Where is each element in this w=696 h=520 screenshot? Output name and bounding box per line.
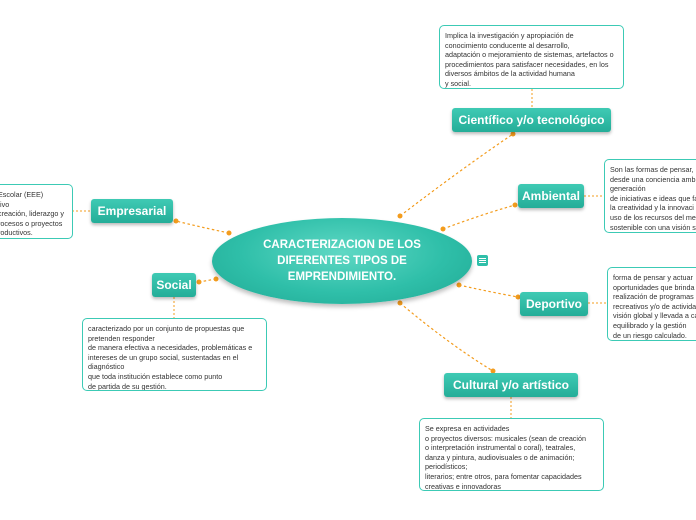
connector-social [198, 278, 217, 283]
note-empresarial: Escolar (EEE) tivo creación, liderazgo y… [0, 184, 73, 239]
connector-empresarial [175, 220, 230, 234]
connector-dot [173, 218, 179, 224]
topic-deportivo[interactable]: Deportivo [520, 292, 588, 316]
connector-dot [510, 131, 516, 137]
connector-cultural [399, 302, 494, 372]
connector-dot [512, 202, 518, 208]
central-topic[interactable]: CARACTERIZACION DE LOS DIFERENTES TIPOS … [212, 218, 472, 304]
topic-social[interactable]: Social [152, 273, 196, 297]
note-social: caracterizado por un conjunto de propues… [82, 318, 267, 391]
connector-dot [397, 213, 403, 219]
connector-dot [397, 300, 403, 306]
connector-dot [515, 294, 521, 300]
connector-dot [196, 279, 202, 285]
note-cientifico: Implica la investigación y apropiación d… [439, 25, 624, 89]
central-topic-title: CARACTERIZACION DE LOS DIFERENTES TIPOS … [263, 239, 421, 283]
note-icon[interactable] [477, 255, 488, 266]
note-ambiental: Son las formas de pensar, desde una conc… [604, 159, 696, 233]
connector-dot [456, 282, 462, 288]
connector-dot [213, 276, 219, 282]
connector-dot [490, 368, 496, 374]
connector-ambiental [442, 204, 516, 230]
topic-empresarial[interactable]: Empresarial [91, 199, 173, 223]
note-deportivo: forma de pensar y actuar oportunidades q… [607, 267, 696, 341]
connector-deportivo [458, 284, 519, 298]
topic-cientifico[interactable]: Científico y/o tecnológico [452, 108, 611, 132]
topic-cultural[interactable]: Cultural y/o artístico [444, 373, 578, 397]
connector-cientifico [399, 133, 514, 217]
connector-dot [226, 230, 232, 236]
connector-dot [440, 226, 446, 232]
note-cultural: Se expresa en actividades o proyectos di… [419, 418, 604, 491]
topic-ambiental[interactable]: Ambiental [518, 184, 584, 208]
